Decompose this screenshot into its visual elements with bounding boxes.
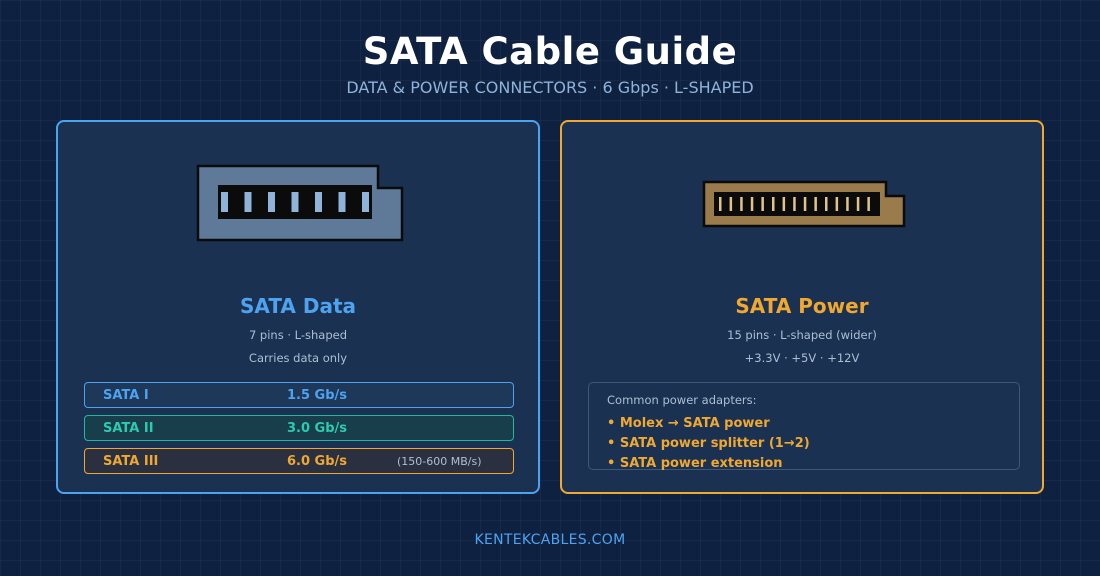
adapter-item: • Molex → SATA power — [607, 416, 770, 431]
sata-power-voltages-text: +3.3V · +5V · +12V — [744, 351, 860, 365]
power-pin — [750, 197, 754, 211]
power-pin — [835, 197, 839, 211]
sata-iii-row: SATA III 6.0 Gb/s (150-600 MB/s) — [84, 448, 514, 474]
tier-speed: 3.0 Gb/s — [287, 421, 348, 436]
data-pin — [362, 192, 369, 212]
data-pin — [315, 192, 322, 212]
tier-speed: 6.0 Gb/s — [287, 454, 348, 469]
sata-data-connector-icon — [196, 164, 404, 242]
sata-data-pins-text: 7 pins · L-shaped — [248, 328, 348, 342]
footer-link[interactable]: KENTEKCABLES.COM — [474, 532, 626, 548]
power-pin — [846, 197, 849, 211]
power-pin — [729, 197, 733, 211]
power-pin — [772, 197, 775, 211]
sata-i-row: SATA I 1.5 Gb/s — [84, 382, 514, 408]
tier-name: SATA II — [103, 421, 154, 436]
adapters-heading: Common power adapters: — [607, 393, 757, 407]
power-pin — [793, 197, 796, 211]
sata-power-title: SATA Power — [735, 294, 869, 318]
data-pin — [338, 192, 346, 212]
adapter-item: • SATA power extension — [607, 456, 783, 471]
page-title: SATA Cable Guide — [362, 30, 738, 73]
data-pin — [268, 192, 275, 212]
data-pin — [221, 192, 228, 212]
power-pin — [867, 197, 870, 211]
power-pin — [761, 197, 764, 211]
sata-power-card: SATA Power 15 pins · L-shaped (wider) +3… — [560, 120, 1044, 494]
tier-name: SATA III — [103, 454, 159, 469]
power-pin — [782, 197, 786, 211]
power-pin — [803, 197, 807, 211]
sata-power-pins-text: 15 pins · L-shaped (wider) — [727, 328, 877, 342]
power-pin — [814, 197, 817, 211]
power-pin — [856, 197, 860, 211]
tier-speed: 1.5 Gb/s — [287, 388, 348, 403]
sata-power-connector-icon — [702, 180, 906, 228]
power-pin — [825, 197, 828, 211]
data-pin — [291, 192, 299, 212]
page-subtitle: DATA & POWER CONNECTORS · 6 Gbps · L-SHA… — [346, 78, 754, 97]
sata-data-title: SATA Data — [239, 294, 356, 318]
sata-ii-row: SATA II 3.0 Gb/s — [84, 415, 514, 441]
tier-note: (150-600 MB/s) — [397, 455, 482, 468]
power-pin — [740, 197, 743, 211]
data-pin — [244, 192, 252, 212]
tier-name: SATA I — [103, 388, 149, 403]
power-pin — [719, 197, 722, 211]
adapter-item: • SATA power splitter (1→2) — [607, 436, 810, 451]
sata-data-card: SATA Data 7 pins · L-shaped Carries data… — [56, 120, 540, 494]
sata-data-purpose-text: Carries data only — [248, 351, 348, 365]
power-adapters-box: Common power adapters: • Molex → SATA po… — [588, 382, 1020, 471]
